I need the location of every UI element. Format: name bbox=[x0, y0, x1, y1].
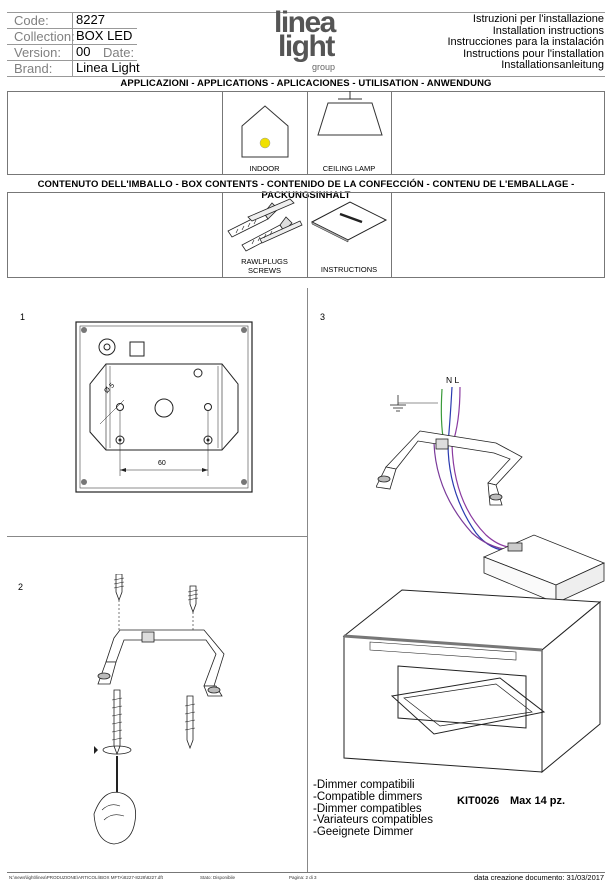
applications-box bbox=[7, 91, 605, 175]
ceiling-lamp-icon bbox=[317, 91, 383, 136]
contents-box bbox=[7, 192, 605, 278]
footer-creation-date: data creazione documento: 31/03/2017 bbox=[474, 873, 605, 882]
instruction-it: Istruzioni per l'installazione bbox=[472, 13, 604, 25]
instruction-de: Installationsanleitung bbox=[501, 59, 604, 71]
logo-word-group: group bbox=[312, 62, 336, 72]
code-label: Code: bbox=[14, 13, 49, 28]
instructions-sheet-icon bbox=[310, 201, 388, 243]
ceiling-lamp-label: CEILING LAMP bbox=[322, 164, 376, 173]
step-1-hole-spacing: 60 bbox=[158, 460, 166, 467]
footer-status: Stato: Disponibile bbox=[200, 875, 236, 880]
rawlplugs-label: RAWLPLUGS bbox=[241, 257, 288, 266]
footer-page: Pagina: 2 di 3 bbox=[289, 875, 317, 880]
screws-label: SCREWS bbox=[248, 266, 281, 275]
step-1-mounting-plate-diagram bbox=[75, 321, 253, 493]
step-3-number: 3 bbox=[320, 312, 326, 322]
step-1-number: 1 bbox=[20, 312, 26, 322]
brand-logo: linea light group bbox=[272, 8, 344, 74]
dimmer-line-es: -Dimmer compatibles bbox=[313, 802, 422, 815]
step-2-fixing-diagram bbox=[93, 574, 225, 845]
dimmer-kit-max: Max 14 pz. bbox=[510, 795, 566, 807]
collection-value: BOX LED bbox=[76, 28, 133, 43]
instructions-heading: Istruzioni per l'installazione Installat… bbox=[447, 13, 604, 72]
dimmer-line-en: -Compatible dimmers bbox=[313, 790, 423, 803]
footer-file-path: N:\news\light\linea\PRODUZIONE\ARTICOLI\… bbox=[9, 875, 163, 880]
rawlplugs-screws-icon bbox=[227, 198, 303, 252]
dimmer-compatibility-list: -Dimmer compatibili -Compatible dimmers … bbox=[313, 779, 433, 839]
step-3-wiring-diagram bbox=[376, 386, 606, 603]
instruction-es: Instrucciones para la instalación bbox=[447, 36, 604, 48]
step-2-number: 2 bbox=[18, 582, 24, 592]
version-label: Version: bbox=[14, 45, 61, 60]
logo-word-light: light bbox=[278, 30, 335, 63]
instruction-fr: Instructions pour l'installation bbox=[463, 47, 604, 60]
brand-value: Linea Light bbox=[76, 60, 140, 75]
dimmer-line-fr: -Variateurs compatibles bbox=[313, 814, 433, 827]
contents-title: CONTENUTO DELL'IMBALLO - BOX CONTENTS - … bbox=[37, 179, 575, 201]
applications-title: APPLICAZIONI - APPLICATIONS - APLICACION… bbox=[120, 78, 492, 89]
step-3-luminaire-box bbox=[342, 589, 602, 774]
brand-label: Brand: bbox=[14, 61, 53, 76]
instructions-label: INSTRUCTIONS bbox=[320, 265, 378, 274]
instruction-en: Installation instructions bbox=[492, 24, 604, 37]
indoor-label: INDOOR bbox=[249, 164, 280, 173]
logo-word-linea: linea bbox=[274, 6, 336, 39]
dimmer-kit-code: KIT0026 bbox=[457, 795, 500, 807]
indoor-house-icon bbox=[241, 105, 289, 158]
code-value: 8227 bbox=[76, 12, 105, 27]
step-3-wire-labels: N L bbox=[446, 375, 460, 385]
step-3-luminaire-window bbox=[390, 677, 546, 735]
dimmer-line-de: -Geeignete Dimmer bbox=[313, 826, 414, 839]
collection-label: Collection: bbox=[14, 29, 75, 44]
version-value: 00 bbox=[76, 44, 91, 59]
rawlplugs-screws-label: RAWLPLUGS SCREWS bbox=[222, 257, 307, 275]
dimmer-line-it: -Dimmer compatibili bbox=[313, 779, 415, 791]
date-label: Date: bbox=[103, 45, 135, 60]
